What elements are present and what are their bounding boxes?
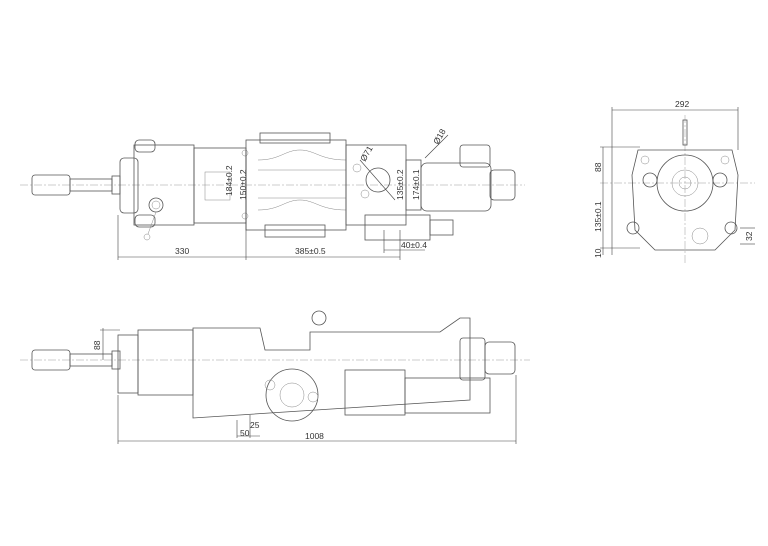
end-view: 292 88 135±0.1 10 32 bbox=[593, 99, 755, 265]
dim-88-end: 88 bbox=[593, 162, 603, 172]
dim-135-end: 135±0.1 bbox=[593, 201, 603, 232]
dim-32: 32 bbox=[744, 231, 754, 241]
lifting-eye-icon bbox=[311, 310, 327, 326]
dim-330: 330 bbox=[175, 246, 189, 256]
dim-50: 50 bbox=[240, 428, 250, 438]
dim-88-side: 88 bbox=[92, 340, 102, 350]
dim-174: 174±0.1 bbox=[411, 169, 421, 200]
dim-184: 184±0.2 bbox=[224, 165, 234, 196]
fitting-icon bbox=[148, 197, 164, 213]
dim-1008: 1008 bbox=[305, 431, 324, 441]
dim-10: 10 bbox=[593, 248, 603, 258]
dim-385: 385±0.5 bbox=[295, 246, 326, 256]
dim-40: 40±0.4 bbox=[401, 240, 427, 250]
dim-292: 292 bbox=[675, 99, 689, 109]
dim-25: 25 bbox=[250, 420, 260, 430]
dim-d71: Ø71 bbox=[358, 144, 375, 163]
side-view: 88 25 50 1008 bbox=[20, 310, 530, 444]
top-view: 330 385±0.5 40±0.4 150±0.2 184±0.2 135±0… bbox=[20, 127, 525, 260]
dim-150: 150±0.2 bbox=[238, 169, 248, 200]
dim-135: 135±0.2 bbox=[395, 169, 405, 200]
